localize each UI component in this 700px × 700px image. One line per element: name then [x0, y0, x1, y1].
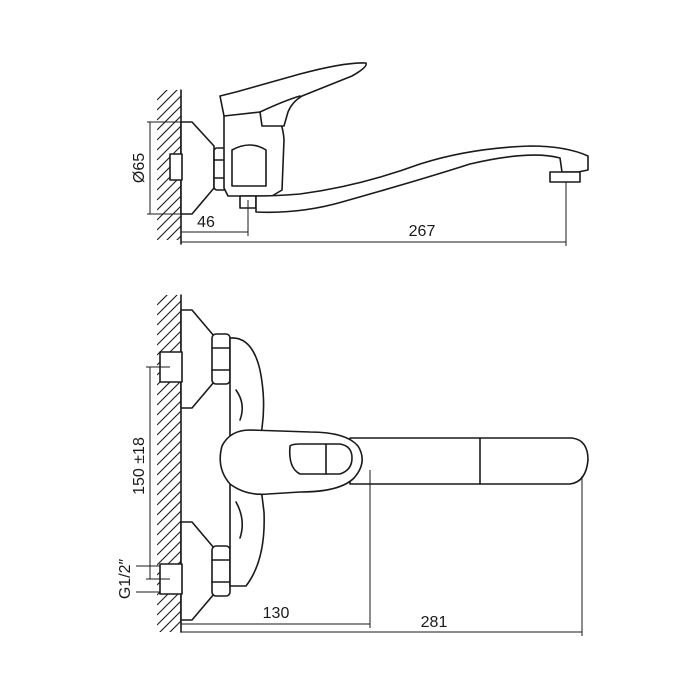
wall-hatch-top [157, 90, 181, 240]
dim-spout-label: 281 [421, 614, 448, 631]
spout-outlet-top [549, 171, 581, 183]
dim-diameter: Ø65 [131, 121, 181, 215]
dim-body: 130 [181, 470, 371, 628]
nut-upper [211, 333, 231, 385]
spout-top [255, 145, 589, 214]
dim-diameter-label: Ø65 [131, 153, 148, 183]
dim-thread: G1/2″ [117, 558, 160, 599]
dim-depth: 46 [181, 200, 249, 236]
dim-thread-label: G1/2″ [117, 558, 134, 599]
top-view: Ø65 46 267 [131, 62, 589, 246]
rosette-lower [180, 521, 215, 621]
nut-lower [211, 545, 231, 597]
front-view: 150 ±18 G1/2″ 130 281 [117, 294, 589, 636]
dim-reach: 267 [181, 182, 567, 246]
dim-depth-label: 46 [197, 214, 215, 231]
handle-grip-front [288, 443, 353, 475]
lever-handle-top [219, 62, 368, 127]
dim-center-distance-label: 150 ±18 [131, 437, 148, 495]
dim-spout: 281 [181, 476, 583, 636]
dim-center-distance: 150 ±18 [131, 366, 170, 580]
rosette-upper [180, 309, 215, 409]
dim-reach-label: 267 [409, 223, 436, 240]
rosette-top [180, 121, 215, 215]
dim-body-label: 130 [263, 605, 290, 622]
spout-front [349, 437, 589, 485]
inlet-pipe-top [169, 153, 183, 181]
